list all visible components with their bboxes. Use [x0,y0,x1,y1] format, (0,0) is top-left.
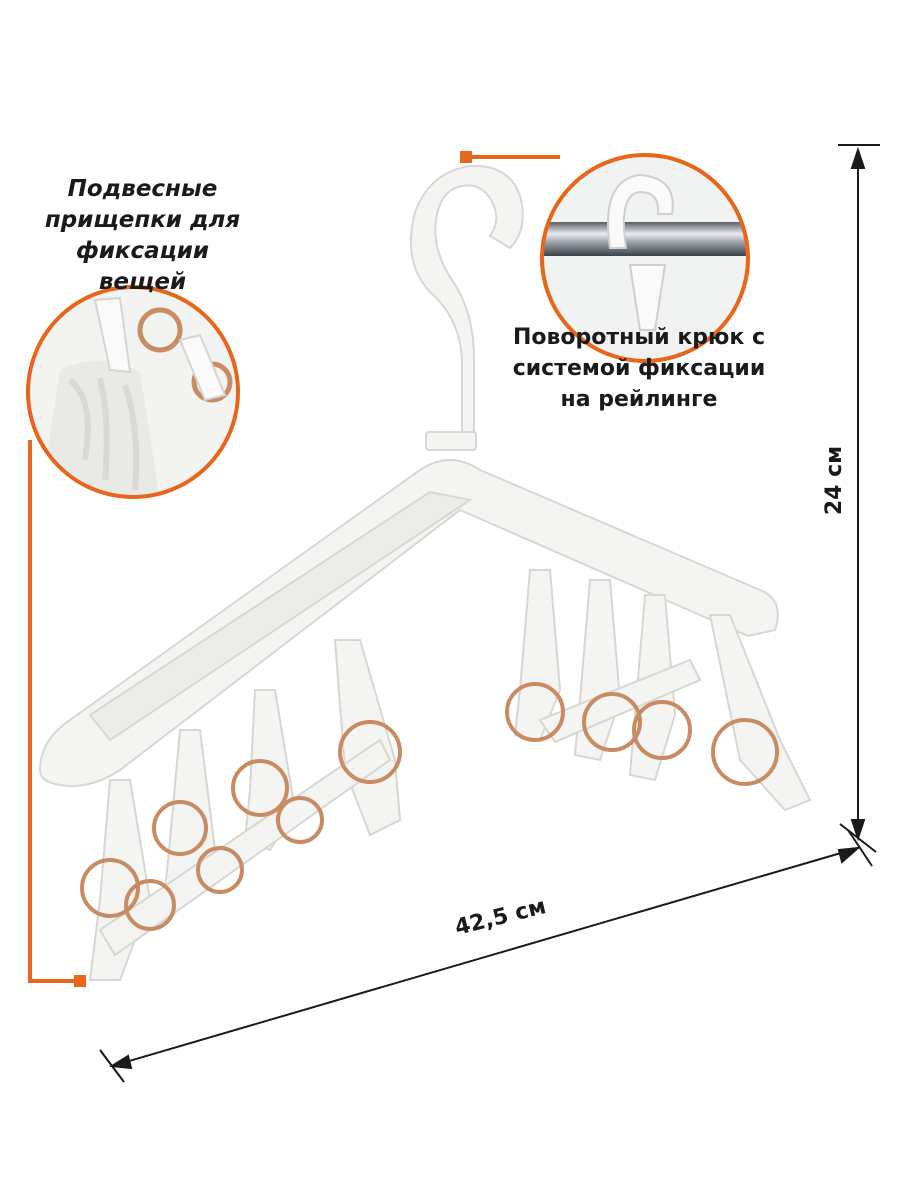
clip-detail-inset [28,287,238,497]
clip-rings [80,682,779,931]
clip-inset-ring [26,285,240,499]
clip-leader-marker [74,975,86,987]
clips-caption-line: вещей [98,269,187,295]
hook-leader-marker [460,151,472,163]
hook-caption: Поворотный крюк с системой фиксации на р… [488,322,790,415]
clips-caption: Подвесные прищепки для фиксации вещей [30,174,255,298]
height-dimension [838,144,880,853]
width-dimension [99,829,873,1083]
clips-caption-line: прищепки для [44,207,241,233]
hook-inset-ring [540,153,750,363]
hook-caption-line: на рейлинге [560,387,718,412]
clips-caption-line: фиксации [76,238,209,264]
hook-on-rail-inset [542,155,748,361]
callout-connectors [26,153,750,983]
height-label: 24 см [822,445,848,516]
hook-caption-line: системой фиксации [512,356,766,381]
clip-leader-line [28,440,80,983]
hook-caption-line: Поворотный крюк с [512,325,766,350]
clips-caption-line: Подвесные [67,176,218,202]
